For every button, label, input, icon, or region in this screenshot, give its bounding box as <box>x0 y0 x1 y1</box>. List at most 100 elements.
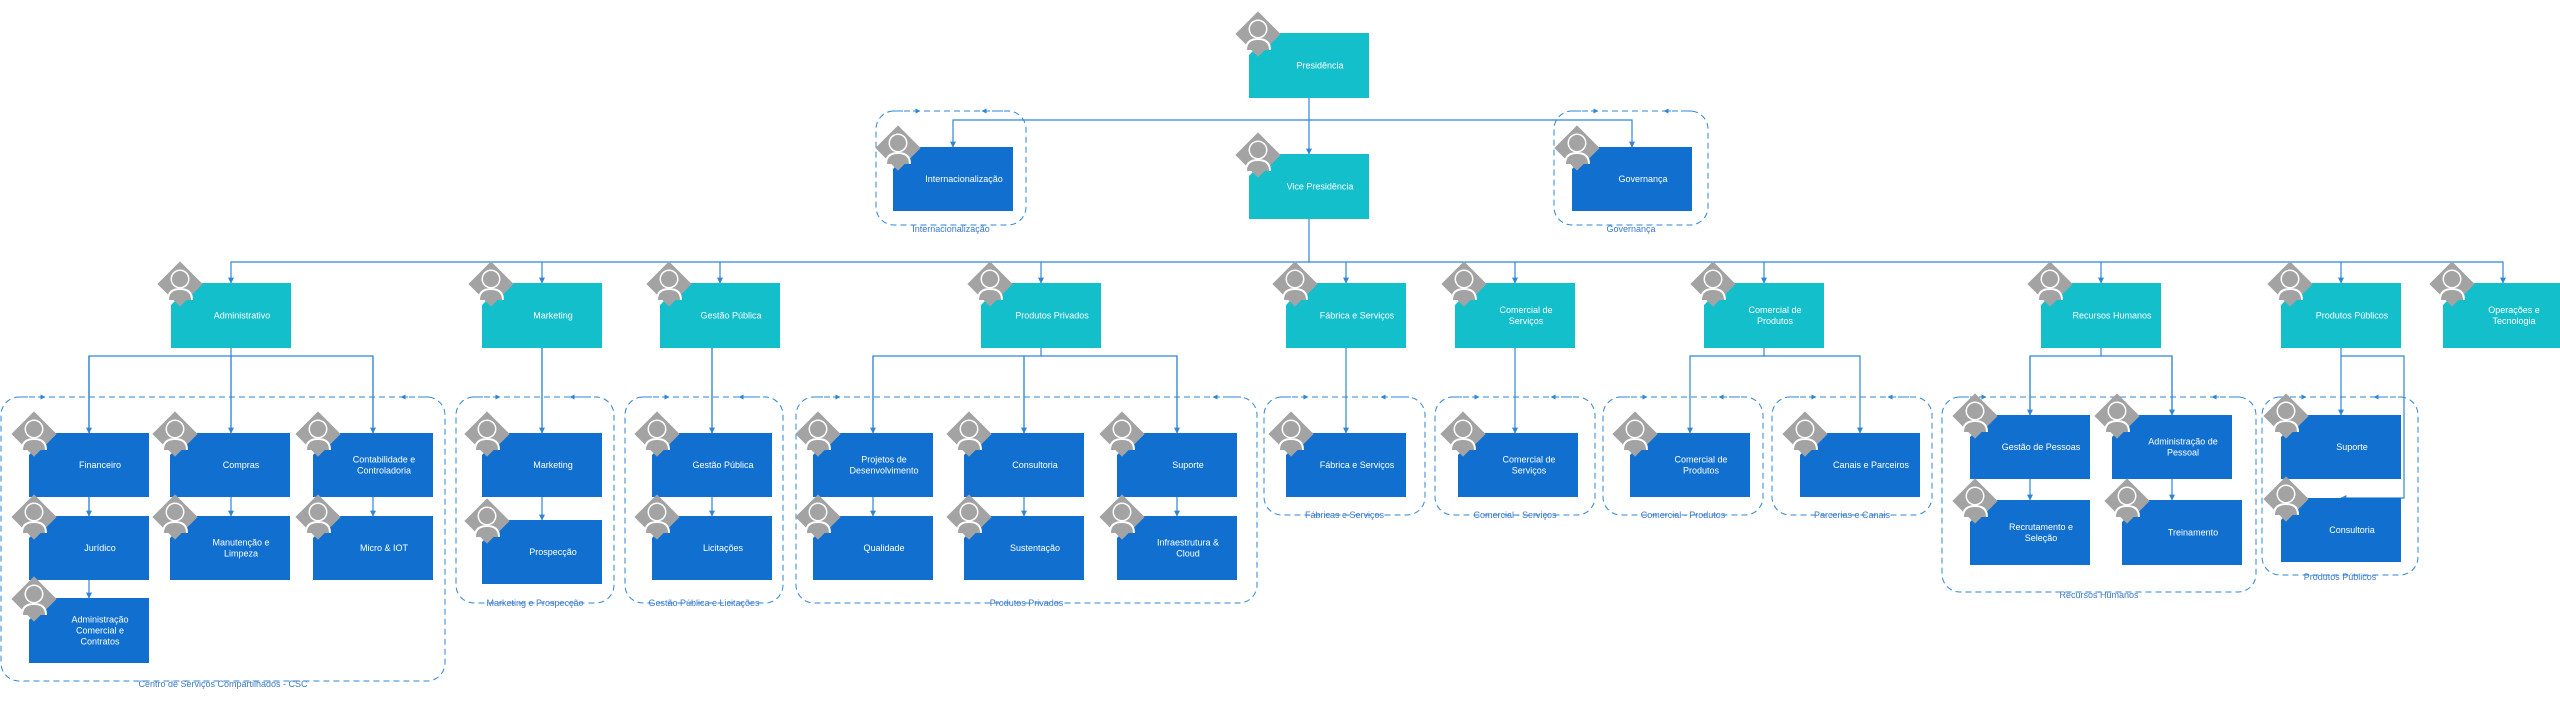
node-box <box>1970 500 2090 565</box>
connector-33 <box>1687 348 1765 434</box>
node-label: Compras <box>223 460 260 470</box>
node-presidencia[interactable]: Presidência <box>1235 11 1369 98</box>
node-fabrica-servicos[interactable]: Fábrica e Serviços <box>1272 261 1406 348</box>
node-box <box>981 283 1101 348</box>
node-sustentacao[interactable]: Sustentação <box>946 494 1084 580</box>
node-juridico[interactable]: Jurídico <box>11 494 149 580</box>
node-box <box>1249 33 1369 98</box>
node-label-line: Produtos <box>1757 316 1794 326</box>
node-label-line: Desenvolvimento <box>849 466 918 476</box>
node-label-line: Vice Presidência <box>1287 182 1354 192</box>
node-label-line: Marketing <box>533 460 573 470</box>
node-gestao-publica-unit[interactable]: Gestão Pública <box>634 411 772 497</box>
node-financeiro[interactable]: Financeiro <box>11 411 149 497</box>
node-label: Suporte <box>2336 442 2368 452</box>
node-produtos-publicos[interactable]: Produtos Públicos <box>2267 261 2401 348</box>
person-avatar-icon <box>875 125 921 171</box>
node-vice[interactable]: Vice Presidência <box>1235 132 1369 219</box>
node-label-line: Micro & IOT <box>360 543 409 553</box>
node-treinamento[interactable]: Treinamento <box>2104 478 2242 565</box>
node-box <box>313 433 433 497</box>
node-label: Gestão Pública <box>692 460 753 470</box>
node-governanca[interactable]: Governança <box>1554 125 1692 211</box>
node-box <box>1455 283 1575 348</box>
person-avatar-icon <box>1554 125 1600 171</box>
node-label: Canais e Parceiros <box>1833 460 1910 470</box>
node-internacionalizacao[interactable]: Internacionalização <box>875 125 1013 211</box>
node-marketing[interactable]: Marketing <box>468 261 602 348</box>
node-box <box>1970 415 2090 479</box>
node-recursos-humanos[interactable]: Recursos Humanos <box>2027 261 2161 348</box>
group-frame <box>455 396 615 604</box>
group-csc: Centro de Serviços Compartilhados - CSC <box>0 394 446 689</box>
node-compras[interactable]: Compras <box>152 411 290 497</box>
group-frame <box>1263 396 1426 516</box>
node-label-line: Marketing <box>533 311 573 321</box>
node-canais-parceiros[interactable]: Canais e Parceiros <box>1782 411 1920 497</box>
node-consultoria-priv[interactable]: Consultoria <box>946 411 1084 497</box>
node-prospeccao[interactable]: Prospecção <box>464 498 602 584</box>
node-label: Prospecção <box>529 547 577 557</box>
node-label: Treinamento <box>2168 528 2218 538</box>
group-fabricas-servicos: Fábricas e Serviços <box>1263 394 1426 520</box>
person-avatar-icon <box>1441 261 1487 307</box>
node-suporte-pub[interactable]: Suporte <box>2263 393 2401 479</box>
node-consultoria-pub[interactable]: Consultoria <box>2263 476 2401 562</box>
node-box <box>171 283 291 348</box>
node-box <box>170 433 290 497</box>
group-produtos-privados: Produtos Privados <box>795 394 1258 608</box>
node-box <box>964 516 1084 580</box>
node-label-line: Administrativo <box>214 311 271 321</box>
node-label: Consultoria <box>2329 525 2375 535</box>
person-avatar-icon <box>152 494 198 540</box>
group-label: Gestão Pública e Licitações <box>648 598 760 608</box>
group-label: Fábricas e Serviços <box>1305 510 1385 520</box>
node-label-line: Comercial de <box>1748 305 1801 315</box>
node-produtos-privados[interactable]: Produtos Privados <box>967 261 1101 348</box>
node-marketing-unit[interactable]: Marketing <box>464 411 602 497</box>
node-fabrica-servicos-unit[interactable]: Fábrica e Serviços <box>1268 411 1406 497</box>
node-gestao-publica[interactable]: Gestão Pública <box>646 261 780 348</box>
node-label-line: Financeiro <box>79 460 121 470</box>
node-label-line: Gestão Pública <box>692 460 753 470</box>
node-gestao-pessoas[interactable]: Gestão de Pessoas <box>1952 393 2090 479</box>
connector-4 <box>228 219 1310 284</box>
node-qualidade[interactable]: Qualidade <box>795 494 933 580</box>
node-box <box>2281 415 2401 479</box>
node-label-line: Gestão Pública <box>700 311 761 321</box>
node-licitacoes[interactable]: Licitações <box>634 494 772 580</box>
node-box <box>813 516 933 580</box>
node-infra-cloud[interactable]: Infraestrutura &Cloud <box>1099 494 1237 580</box>
node-suporte-priv[interactable]: Suporte <box>1099 411 1237 497</box>
node-label-line: Controladoria <box>357 466 411 476</box>
node-administrativo[interactable]: Administrativo <box>157 261 291 348</box>
node-label-line: Presidência <box>1296 61 1343 71</box>
node-micro-iot[interactable]: Micro & IOT <box>295 494 433 580</box>
node-box <box>1704 283 1824 348</box>
person-avatar-icon <box>1952 478 1998 524</box>
node-label-line: Compras <box>223 460 260 470</box>
group-gestao-licitacoes: Gestão Pública e Licitações <box>624 394 784 608</box>
node-box <box>964 433 1084 497</box>
node-box <box>660 283 780 348</box>
node-label: Vice Presidência <box>1287 182 1354 192</box>
connector-3 <box>1309 119 1635 148</box>
connector-14 <box>86 348 232 434</box>
